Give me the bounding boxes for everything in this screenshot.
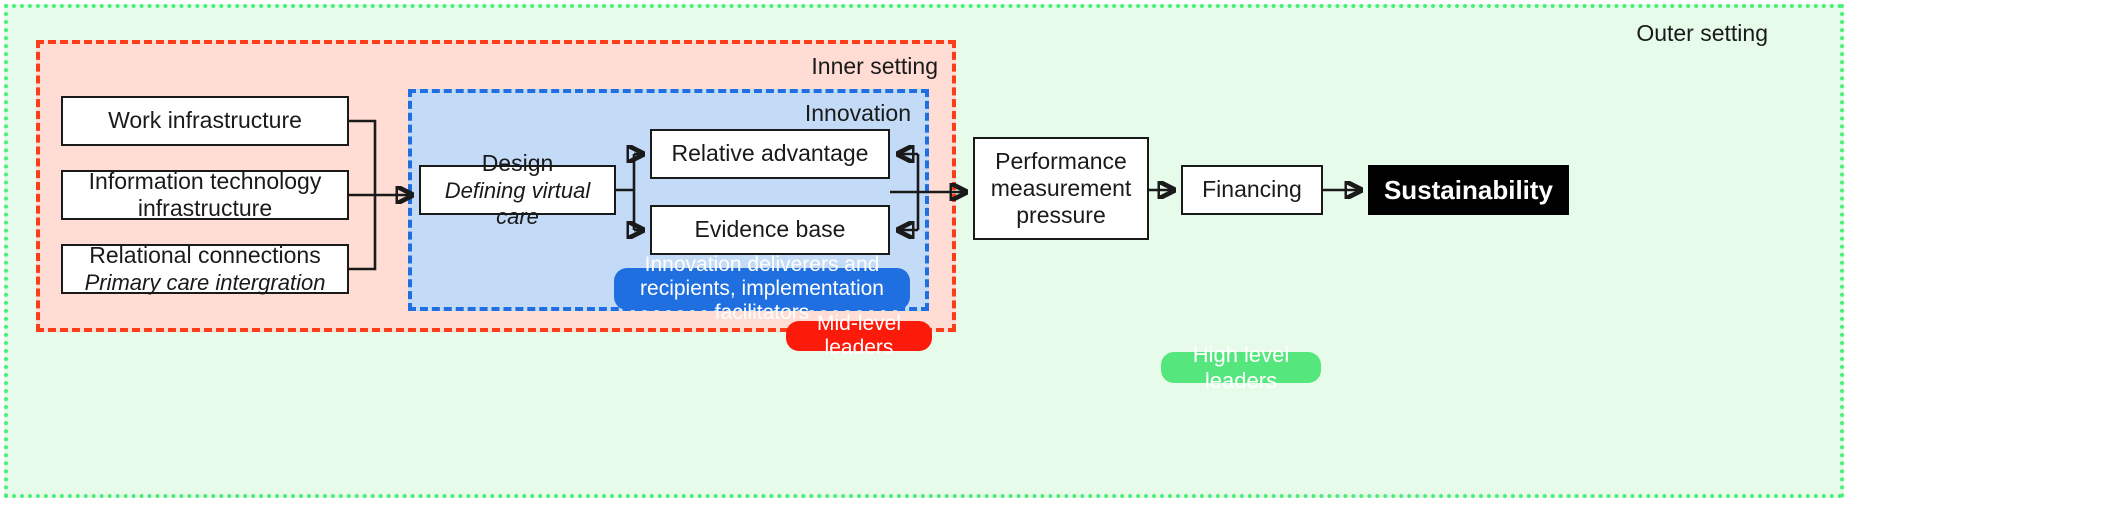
pill-label: Mid-level leaders (816, 311, 902, 359)
node-design[interactable]: Design Defining virtual care (419, 150, 616, 229)
pill-high-level-leaders[interactable]: High level leaders (1161, 342, 1321, 393)
node-label: Information technology infrastructure (88, 167, 322, 221)
node-sustainability[interactable]: Sustainability (1368, 165, 1569, 215)
node-label: Evidence base (694, 216, 846, 243)
node-relational-connections[interactable]: Relational connections Primary care inte… (61, 242, 349, 295)
node-label: Work infrastructure (108, 107, 302, 134)
node-label: Relational connections (89, 242, 321, 269)
node-label: Design (481, 150, 554, 177)
node-performance-measurement-pressure[interactable]: Performance measurement pressure (973, 137, 1149, 240)
node-label: Financing (1202, 176, 1302, 203)
node-relative-advantage[interactable]: Relative advantage (650, 129, 890, 179)
node-work-infrastructure[interactable]: Work infrastructure (61, 96, 349, 146)
node-sublabel: Defining virtual care (444, 177, 591, 229)
pill-innovation-deliverers[interactable]: Innovation deliverers and recipients, im… (614, 253, 910, 324)
node-label: Performance measurement pressure (990, 147, 1132, 229)
pill-mid-level-leaders[interactable]: Mid-level leaders (786, 312, 932, 359)
pill-label: Innovation deliverers and recipients, im… (640, 252, 884, 325)
node-information-technology-infrastructure[interactable]: Information technology infrastructure (61, 167, 349, 221)
pill-label: High level leaders (1192, 342, 1290, 393)
node-sublabel: Primary care intergration (84, 269, 326, 295)
innovation-label: Innovation (804, 100, 911, 126)
inner-setting-label: Inner setting (811, 53, 938, 79)
node-label: Sustainability (1383, 174, 1554, 205)
outer-setting-label: Outer setting (1636, 20, 1768, 46)
node-label: Relative advantage (671, 140, 869, 167)
node-financing[interactable]: Financing (1181, 165, 1323, 215)
node-evidence-base[interactable]: Evidence base (650, 205, 890, 255)
